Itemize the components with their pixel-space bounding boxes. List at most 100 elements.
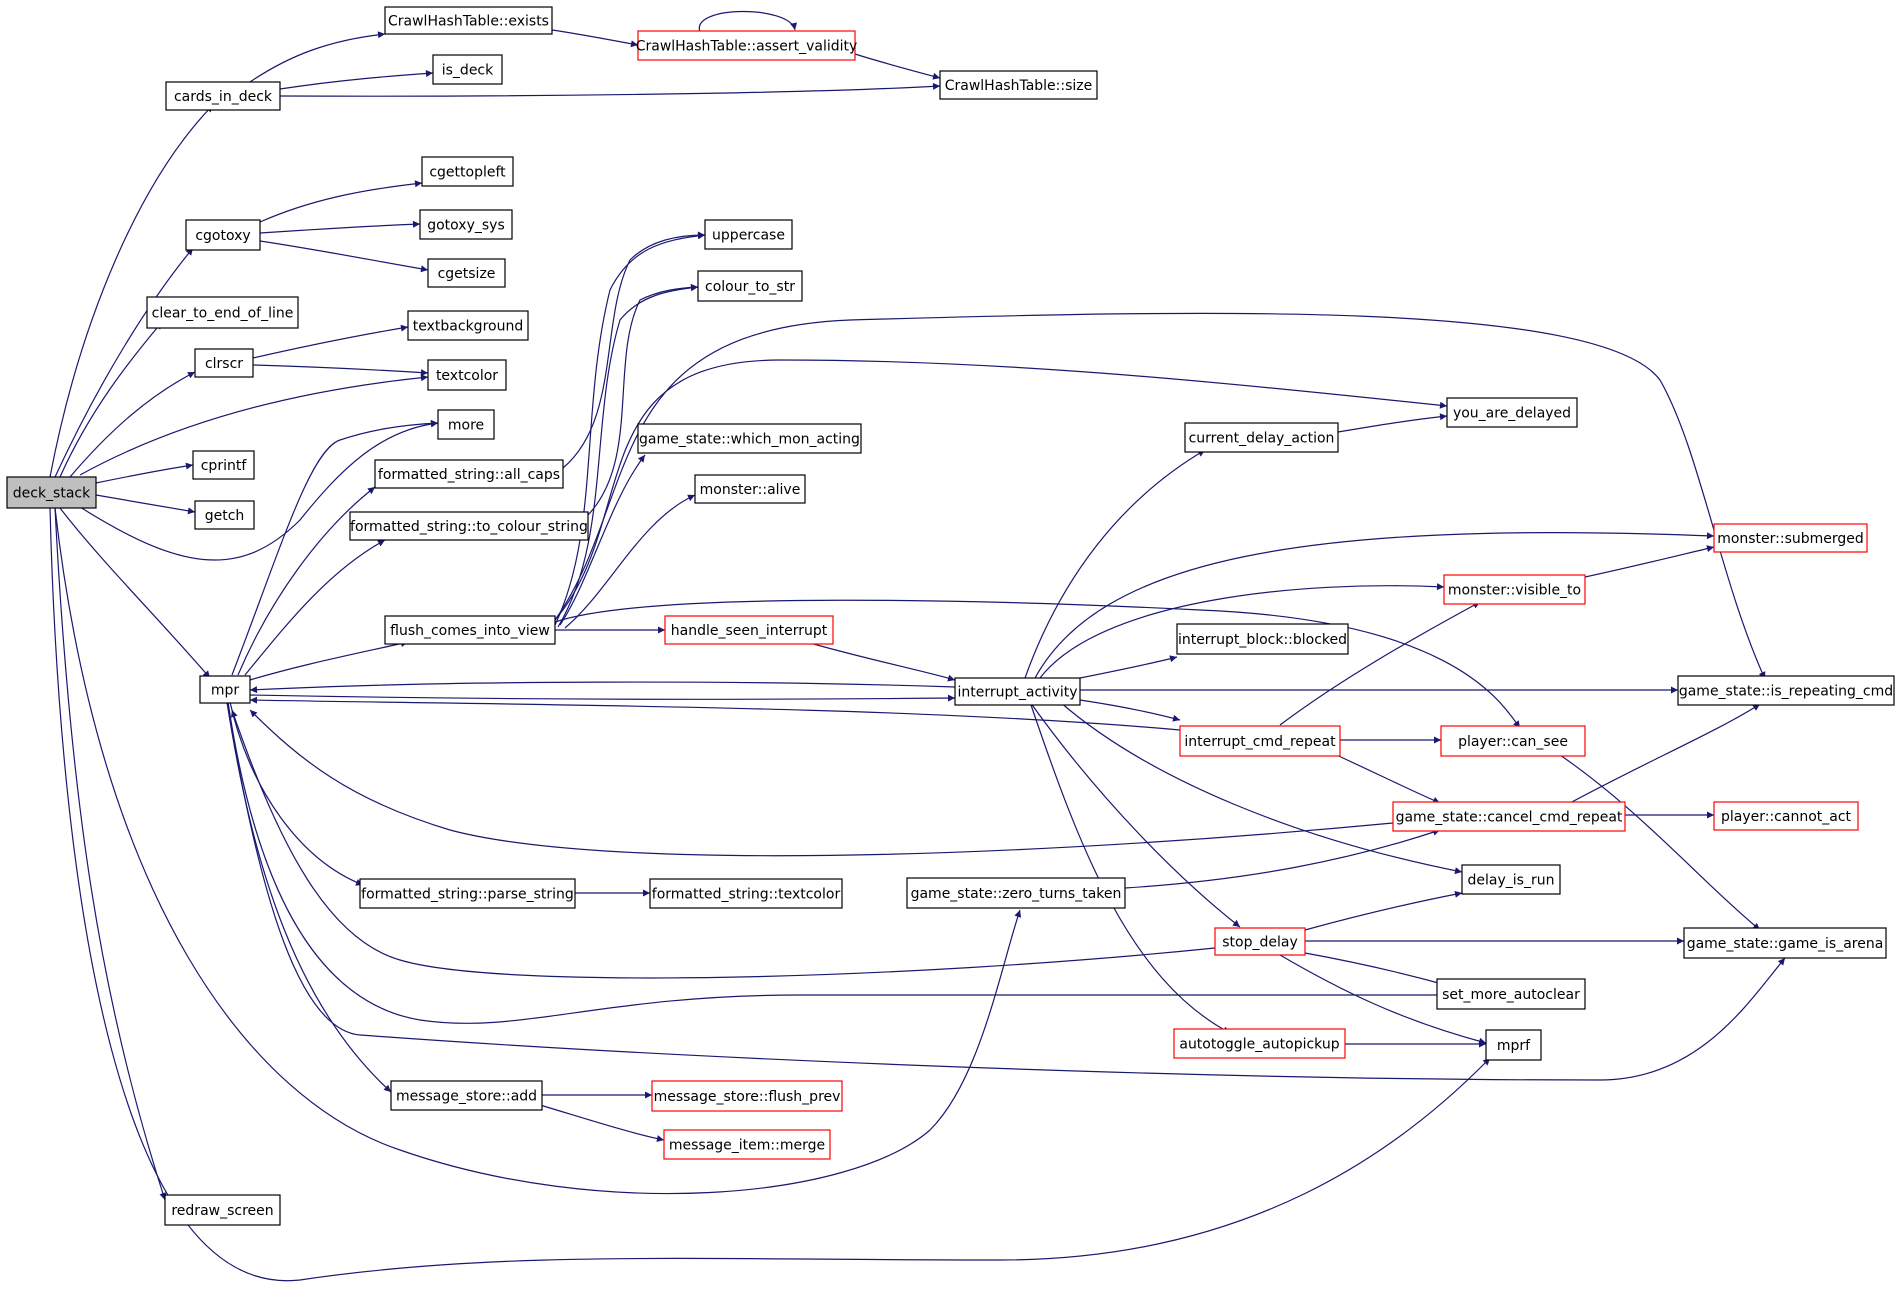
node-submerged[interactable]: monster::submerged	[1713, 523, 1868, 553]
node-clear-to-end[interactable]: clear_to_end_of_line	[146, 296, 299, 329]
node-game-is-arena[interactable]: game_state::game_is_arena	[1683, 927, 1887, 959]
node-crawl-size[interactable]: CrawlHashTable::size	[939, 70, 1098, 100]
edge-deck_stack-mprf	[49, 507, 1491, 1282]
node-gotoxy-sys[interactable]: gotoxy_sys	[419, 209, 513, 240]
node-redraw-screen[interactable]: redraw_screen	[164, 1194, 281, 1226]
node-label: game_state::which_mon_acting	[639, 432, 860, 448]
node-flush-cv[interactable]: flush_comes_into_view	[384, 615, 556, 645]
node-crawl-exists[interactable]: CrawlHashTable::exists	[384, 6, 553, 35]
node-box	[664, 615, 834, 645]
node-label: game_state::is_repeating_cmd	[1679, 684, 1893, 700]
node-label: handle_seen_interrupt	[671, 623, 828, 639]
node-box	[1436, 978, 1586, 1010]
node-you-are-delayed[interactable]: you_are_delayed	[1446, 397, 1578, 428]
node-textcolor[interactable]: textcolor	[427, 359, 507, 391]
node-box	[954, 677, 1081, 706]
node-getch[interactable]: getch	[194, 500, 255, 530]
node-int-cmd-repeat[interactable]: interrupt_cmd_repeat	[1179, 725, 1341, 757]
node-current-delay[interactable]: current_delay_action	[1184, 422, 1339, 453]
node-label: you_are_delayed	[1453, 406, 1571, 422]
node-set-more[interactable]: set_more_autoclear	[1436, 978, 1586, 1010]
node-box	[165, 81, 281, 111]
edge-handle_seen-interrupt_activity	[809, 642, 956, 682]
node-label: message_store::flush_prev	[654, 1089, 841, 1105]
node-label: monster::submerged	[1717, 531, 1864, 547]
node-box	[384, 615, 556, 645]
edge-mpr-fs_parse	[229, 701, 364, 886]
node-label: mprf	[1497, 1038, 1531, 1054]
node-label: gotoxy_sys	[427, 218, 505, 234]
node-crawl-assert[interactable]: CrawlHashTable::assert_validity	[636, 30, 858, 61]
node-fs-textcolor[interactable]: formatted_string::textcolor	[649, 878, 843, 909]
edge-stop_delay-mpr	[230, 709, 1216, 979]
node-box	[694, 474, 806, 504]
node-deck-stack[interactable]: deck_stack	[6, 476, 97, 509]
node-cgotoxy[interactable]: cgotoxy	[185, 219, 261, 251]
node-monster-alive[interactable]: monster::alive	[694, 474, 806, 504]
node-more[interactable]: more	[437, 409, 495, 440]
node-which-mon[interactable]: game_state::which_mon_acting	[637, 423, 862, 454]
node-label: cgotoxy	[195, 228, 250, 244]
node-box	[164, 1194, 281, 1226]
node-textbackground[interactable]: textbackground	[407, 310, 529, 341]
node-ms-add[interactable]: message_store::add	[390, 1080, 543, 1111]
node-mprf[interactable]: mprf	[1485, 1029, 1542, 1061]
node-label: message_store::add	[396, 1089, 537, 1105]
node-box	[199, 675, 251, 704]
node-can-see[interactable]: player::can_see	[1440, 725, 1586, 757]
node-label: message_item::merge	[669, 1138, 825, 1154]
node-box	[384, 6, 553, 35]
node-mpr[interactable]: mpr	[199, 675, 251, 704]
node-cancel-cmd[interactable]: game_state::cancel_cmd_repeat	[1392, 801, 1626, 832]
node-autotoggle[interactable]: autotoggle_autopickup	[1173, 1028, 1346, 1059]
node-is-deck[interactable]: is_deck	[432, 54, 503, 85]
edge-deck_stack-cprintf	[95, 462, 194, 484]
node-is-repeating[interactable]: game_state::is_repeating_cmd	[1677, 675, 1895, 706]
node-label: set_more_autoclear	[1442, 987, 1580, 1003]
node-box	[1176, 623, 1349, 655]
node-box	[663, 1129, 831, 1160]
node-uppercase[interactable]: uppercase	[704, 219, 793, 250]
node-label: formatted_string::all_caps	[378, 467, 560, 483]
node-cgetsize[interactable]: cgetsize	[427, 258, 506, 288]
edge-zero_turns-cancel_cmd	[1124, 828, 1441, 889]
node-ms-flush-prev[interactable]: message_store::flush_prev	[651, 1080, 843, 1112]
node-cannot-act[interactable]: player::cannot_act	[1713, 801, 1859, 831]
edge-cgotoxy-cgetsize	[259, 240, 429, 273]
node-cgettopleft[interactable]: cgettopleft	[421, 156, 514, 187]
node-box	[432, 54, 503, 85]
node-fs-all-caps[interactable]: formatted_string::all_caps	[374, 459, 564, 489]
node-box	[704, 219, 793, 250]
node-label: CrawlHashTable::exists	[388, 14, 549, 30]
node-fs-to-colour[interactable]: formatted_string::to_colour_string	[349, 511, 589, 541]
node-handle-seen[interactable]: handle_seen_interrupt	[664, 615, 834, 645]
node-visible-to[interactable]: monster::visible_to	[1443, 574, 1586, 605]
node-ib-blocked[interactable]: interrupt_block::blocked	[1176, 623, 1349, 655]
edge-int_cmd_repeat-visible_to	[1279, 601, 1481, 726]
node-clrscr[interactable]: clrscr	[194, 348, 254, 378]
node-box	[349, 511, 589, 541]
node-zero-turns[interactable]: game_state::zero_turns_taken	[906, 877, 1126, 909]
node-label: game_state::game_is_arena	[1687, 936, 1884, 952]
node-colour-to-str[interactable]: colour_to_str	[697, 270, 803, 302]
node-mi-merge[interactable]: message_item::merge	[663, 1129, 831, 1160]
node-interrupt-activity[interactable]: interrupt_activity	[954, 677, 1081, 706]
node-cards-in-deck[interactable]: cards_in_deck	[165, 81, 281, 111]
node-cprintf[interactable]: cprintf	[192, 450, 255, 480]
edge-ms_add-mi_merge	[539, 1104, 665, 1143]
node-stop-delay[interactable]: stop_delay	[1214, 927, 1306, 956]
node-label: CrawlHashTable::assert_validity	[636, 39, 858, 55]
node-box	[374, 459, 564, 489]
node-label: game_state::zero_turns_taken	[911, 886, 1122, 902]
node-box	[421, 156, 514, 187]
edge-mpr-fs_to_colour	[244, 539, 386, 676]
edge-deck_stack-more	[79, 420, 439, 561]
node-fs-parse[interactable]: formatted_string::parse_string	[359, 878, 576, 909]
edge-deck_stack-redraw_screen	[54, 507, 167, 1201]
edge-cancel_cmd-is_repeating	[1569, 703, 1761, 804]
node-delay-is-run[interactable]: delay_is_run	[1461, 864, 1561, 895]
edge-flush_cv-monster_alive	[564, 494, 696, 629]
node-box	[146, 296, 299, 329]
node-label: player::cannot_act	[1721, 809, 1852, 825]
